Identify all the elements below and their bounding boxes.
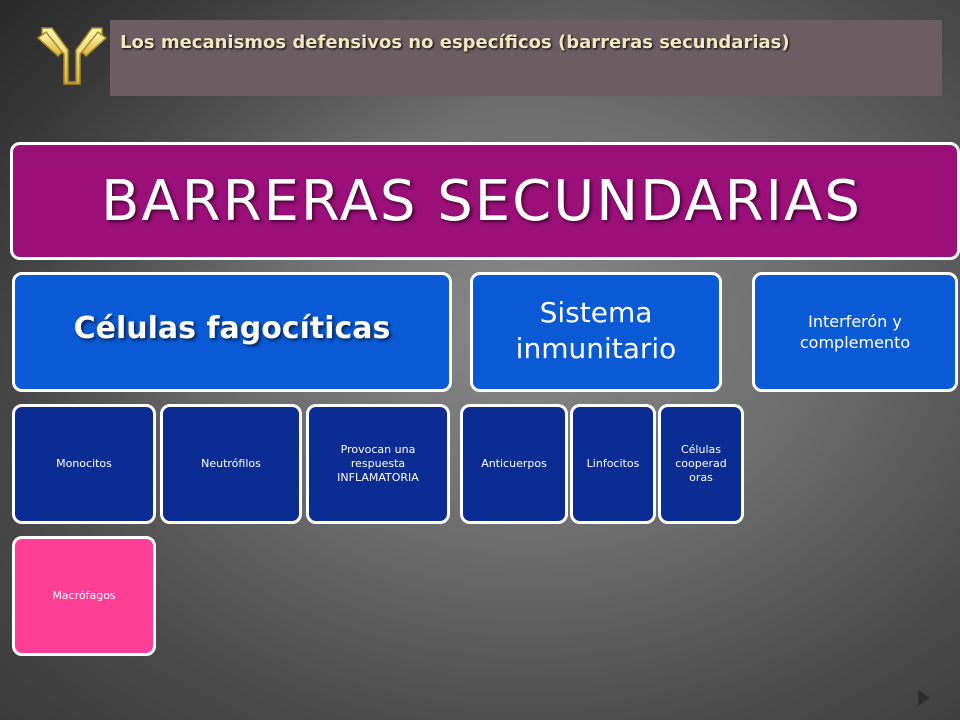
item-label: Monocitos [56, 457, 112, 470]
category-label: Sistema inmunitario [515, 296, 677, 365]
category-interferon-complement: Interferón y complemento [752, 272, 958, 392]
main-node-label: BARRERAS SECUNDARIAS [101, 169, 862, 234]
item-linfocitos: Linfocitos [570, 404, 656, 524]
category-label: Interferón y complemento [799, 312, 911, 352]
item-label: Provocan una respuesta INFLAMATORIA [337, 443, 419, 484]
slide-title: Los mecanismos defensivos no específicos… [120, 32, 790, 53]
item-label: Neutrófilos [201, 457, 261, 470]
antibody-y-icon [36, 27, 108, 85]
item-label: Anticuerpos [481, 457, 547, 470]
next-slide-arrow-icon[interactable] [918, 690, 930, 706]
item-label: Linfocitos [586, 457, 640, 470]
item-label: Células cooperad oras [675, 443, 727, 484]
item-neutrofilos: Neutrófilos [160, 404, 302, 524]
title-bar: Los mecanismos defensivos no específicos… [110, 20, 942, 96]
category-label: Células fagocíticas [73, 311, 391, 346]
item-anticuerpos: Anticuerpos [460, 404, 568, 524]
item-celulas-cooperadoras: Células cooperad oras [658, 404, 744, 524]
main-node-box: BARRERAS SECUNDARIAS [10, 142, 960, 260]
item-macrofagos: Macrófagos [12, 536, 156, 656]
item-monocitos: Monocitos [12, 404, 156, 524]
category-immune-system: Sistema inmunitario [470, 272, 722, 392]
item-inflamatoria: Provocan una respuesta INFLAMATORIA [306, 404, 450, 524]
item-label: Macrófagos [52, 589, 116, 602]
category-phagocytic-cells: Células fagocíticas [12, 272, 452, 392]
